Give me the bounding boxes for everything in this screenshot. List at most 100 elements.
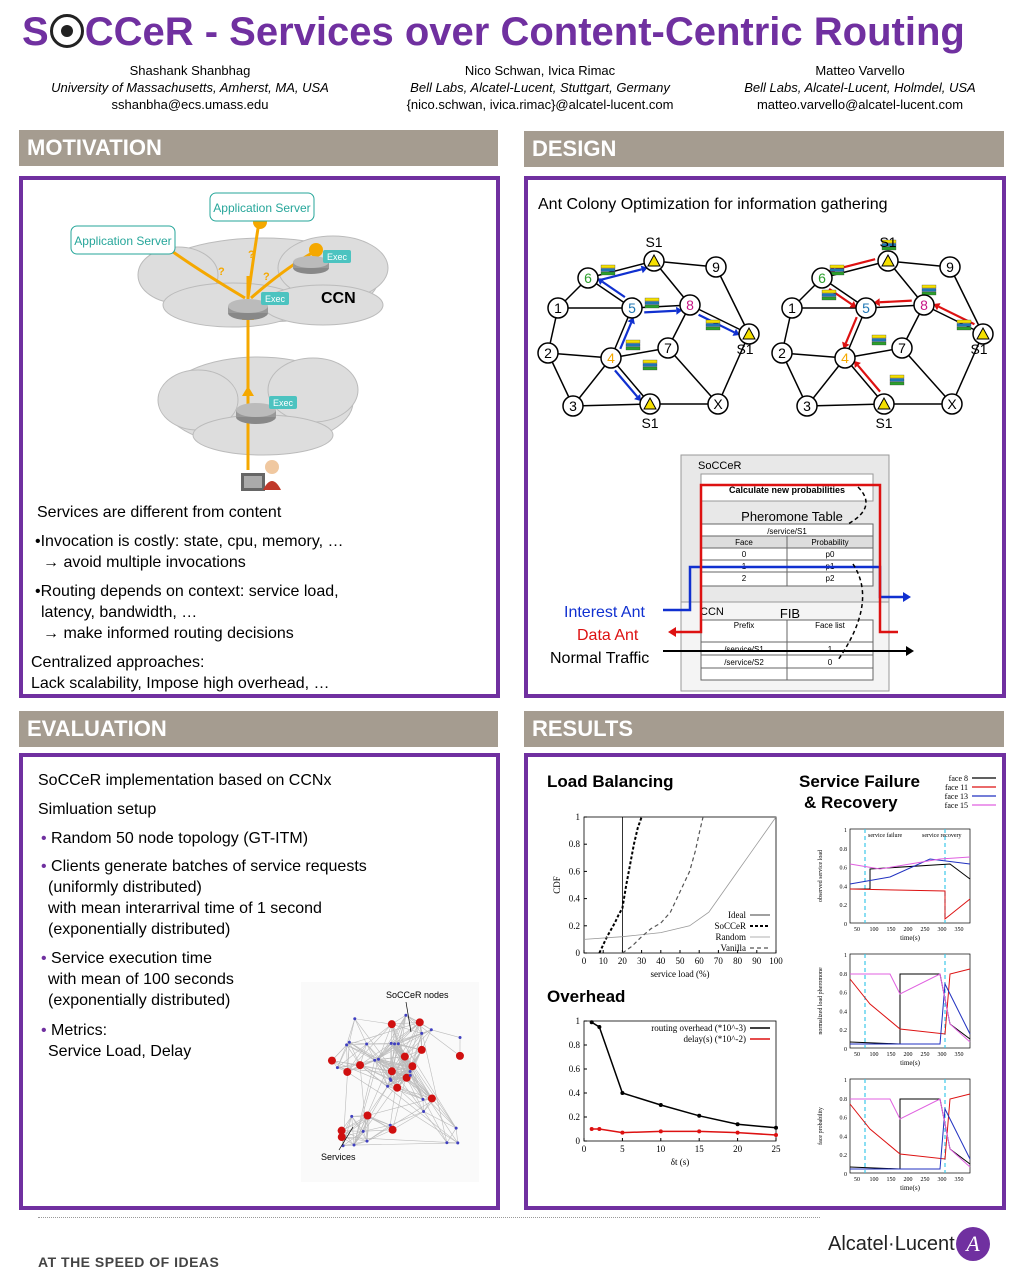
app-server-box	[70, 225, 176, 255]
service-node	[408, 1062, 417, 1071]
topology-edge	[353, 1060, 375, 1146]
y-tick-label: 0.4	[840, 884, 848, 890]
pheromone-marker	[829, 268, 845, 272]
eval-line: SoCCeR implementation based on CCNx	[38, 772, 332, 789]
topology-edge	[409, 1071, 433, 1099]
graph-edge	[667, 347, 719, 405]
y-tick-label: 0.2	[840, 1153, 848, 1159]
alcatel-lucent-logo-icon: A	[956, 1227, 990, 1261]
graph-node	[834, 347, 856, 369]
legend-label: SoCCeR	[714, 921, 746, 931]
topology-edge	[446, 1127, 457, 1143]
pheromone-marker	[821, 289, 837, 294]
service-node	[343, 1067, 352, 1076]
topology-edge	[349, 1041, 375, 1061]
topology-edge	[346, 1044, 348, 1072]
topology-edge	[374, 1029, 432, 1061]
graph-edge	[689, 304, 750, 335]
service-node	[387, 1067, 396, 1076]
soccer-node	[422, 1110, 426, 1114]
pheromone-marker	[881, 246, 897, 251]
y-tick-label: 0.6	[569, 1064, 581, 1074]
motivation-line: Centralized approaches:	[31, 654, 205, 671]
series-line	[591, 1128, 777, 1136]
data-point	[697, 1113, 702, 1118]
failure-series-line	[849, 968, 971, 1035]
author-email: matteo.varvello@alcatel-lucent.com	[756, 97, 964, 112]
eval-line: with mean interarrival time of 1 second	[48, 900, 322, 917]
recovery-annotation: service recovery	[922, 833, 961, 839]
svg-text:2: 2	[742, 574, 747, 583]
y-tick-label: 0.8	[840, 847, 848, 853]
topology-edge	[366, 1117, 370, 1142]
service-node	[402, 1073, 411, 1082]
ant-arrowhead	[842, 341, 850, 349]
svg-text:CCN: CCN	[321, 290, 356, 307]
pheromone-marker	[642, 363, 658, 367]
soccer-nodes-label: SoCCeR nodes	[386, 990, 449, 1000]
node-label: 5	[628, 300, 636, 316]
graph-node	[855, 297, 877, 319]
topology-edge	[354, 1018, 392, 1025]
y-tick-label: 0.8	[569, 1040, 581, 1050]
svg-text:Application Server: Application Server	[74, 234, 171, 248]
topology-edge	[341, 1130, 368, 1142]
graph-edge	[901, 347, 953, 405]
soccer-node	[393, 1042, 397, 1046]
data-point	[597, 1025, 602, 1029]
motivation-line: Lack scalability, Impose high overhead, …	[31, 675, 330, 692]
pheromone-marker	[644, 297, 660, 302]
legend-interest-ant: Interest Ant	[564, 604, 645, 621]
y-tick-label: 0	[576, 948, 581, 958]
topology-edge	[455, 1128, 459, 1143]
soccer-node	[404, 1013, 408, 1017]
x-tick-label: 20	[618, 956, 628, 966]
topology-edge	[374, 1043, 395, 1061]
ant-arrow	[857, 364, 881, 393]
topology-edge	[363, 1129, 393, 1132]
ant-arrowhead	[634, 393, 642, 402]
pheromone-marker	[705, 323, 721, 327]
service-icon	[742, 326, 756, 340]
x-tick-label: 100	[769, 956, 783, 966]
topology-edge	[374, 1059, 411, 1072]
topology-edge	[366, 1043, 375, 1061]
svg-text:CCN: CCN	[700, 606, 724, 618]
overhead-title: Overhead	[547, 987, 626, 1006]
y-tick-label: 0.8	[840, 972, 848, 978]
design-panel: Ant Colony Optimization for information …	[524, 176, 1006, 698]
svg-text:Calculate new probabilities: Calculate new probabilities	[729, 485, 845, 495]
y-tick-label: 1	[576, 812, 581, 822]
service-node	[337, 1133, 346, 1142]
topology-edge	[359, 1064, 391, 1080]
svg-text:Face: Face	[735, 538, 753, 547]
pheromone-marker	[956, 323, 972, 327]
topology-edge	[431, 1029, 461, 1038]
pheromone-marker	[921, 291, 937, 296]
node-label: 6	[818, 270, 826, 286]
soccer-node-diagram: SoCCeR Calculate new probabilities Phero…	[663, 454, 914, 692]
svg-text:?: ?	[263, 271, 270, 283]
topology-edge	[367, 1086, 388, 1116]
graph-node	[939, 256, 961, 278]
author-1: Shashank Shanbhag University of Massachu…	[20, 62, 360, 113]
pheromone-marker	[625, 343, 641, 347]
topology-edge	[378, 1058, 411, 1072]
pheromone-marker	[871, 334, 887, 339]
data-point	[697, 1129, 702, 1134]
x-tick-label: 250	[921, 1052, 930, 1058]
service-icon	[877, 396, 891, 410]
failure-series-line	[849, 973, 971, 1045]
bullet-icon: •	[41, 858, 52, 875]
ant-arrow	[644, 309, 677, 314]
ant-arrowhead	[873, 298, 880, 307]
x-tick-label: 5	[620, 1144, 625, 1154]
failure-plot-frame	[849, 953, 971, 1049]
node-label: 5	[862, 300, 870, 316]
pheromone-marker	[821, 293, 837, 297]
motivation-line: → make informed routing decisions	[43, 625, 294, 642]
y-tick-label: 0.2	[569, 921, 580, 931]
graph-node	[600, 347, 622, 369]
node-label: 9	[712, 259, 720, 275]
